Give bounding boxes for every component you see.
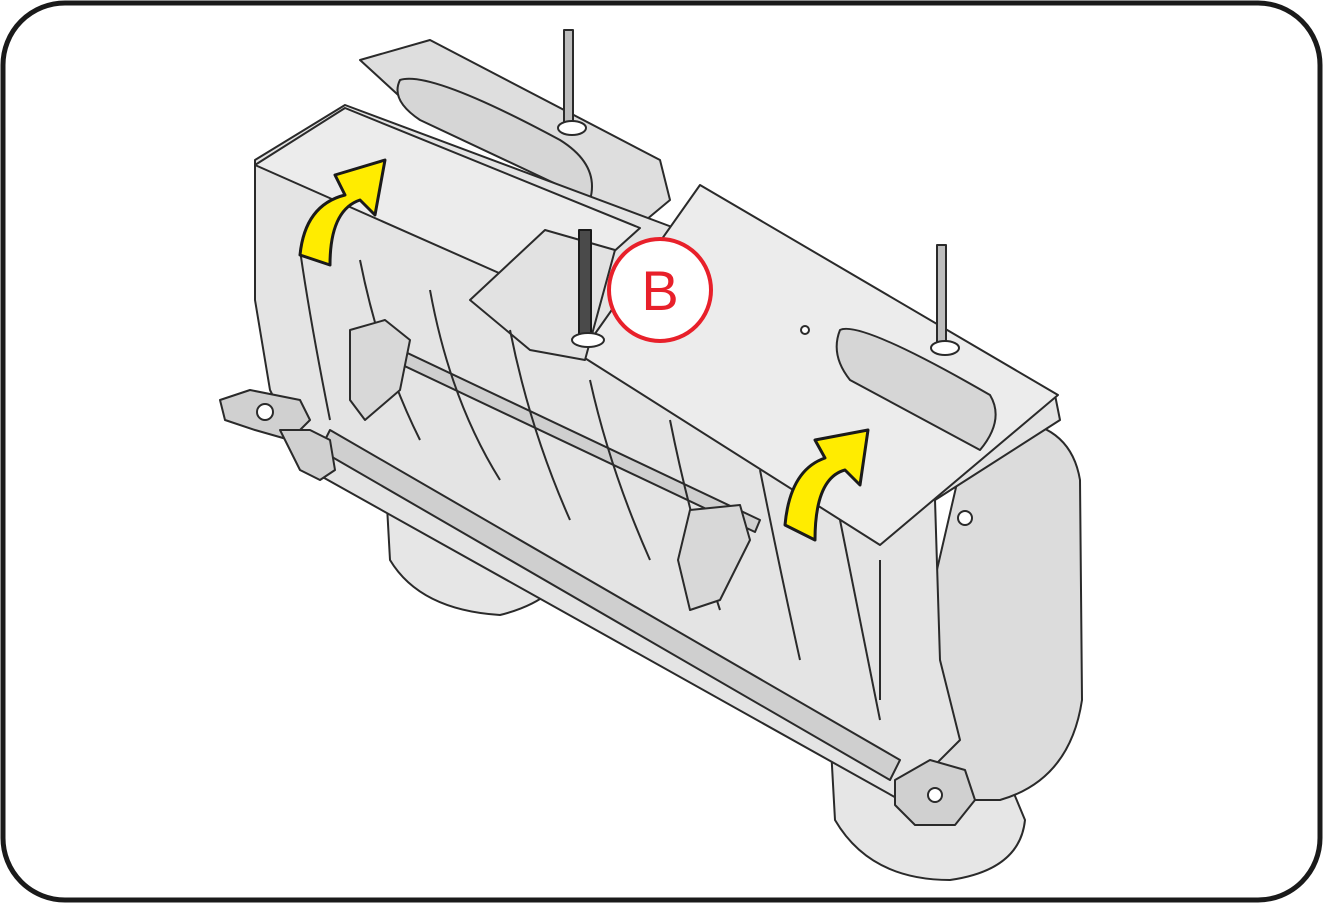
headrest-grommet-right [930, 340, 960, 356]
center-strap-grommet [571, 332, 605, 348]
seat-assembly [219, 29, 1083, 881]
backrest-cylinder-right [835, 327, 997, 451]
panel-hole [800, 325, 810, 335]
backrest-cylinder-left [396, 77, 593, 201]
callout-b: B [607, 237, 713, 343]
curved-up-arrow-icon [298, 158, 387, 267]
mount-bolt-left [256, 403, 274, 421]
rotation-arrows [298, 158, 870, 542]
hinge-left-upper [349, 319, 411, 421]
hinge-right-upper [677, 504, 751, 611]
headrest-grommet-left [557, 120, 587, 136]
center-strap-post [578, 229, 592, 341]
headrest-post-left [563, 29, 574, 126]
curved-up-arrow-icon [783, 428, 870, 542]
mount-post-left [279, 429, 336, 481]
mount-bolt-right [927, 787, 943, 803]
headrest-post-right [936, 244, 947, 346]
callout-circle [607, 237, 713, 343]
callout-label: B [641, 259, 678, 322]
side-hole [957, 510, 973, 526]
